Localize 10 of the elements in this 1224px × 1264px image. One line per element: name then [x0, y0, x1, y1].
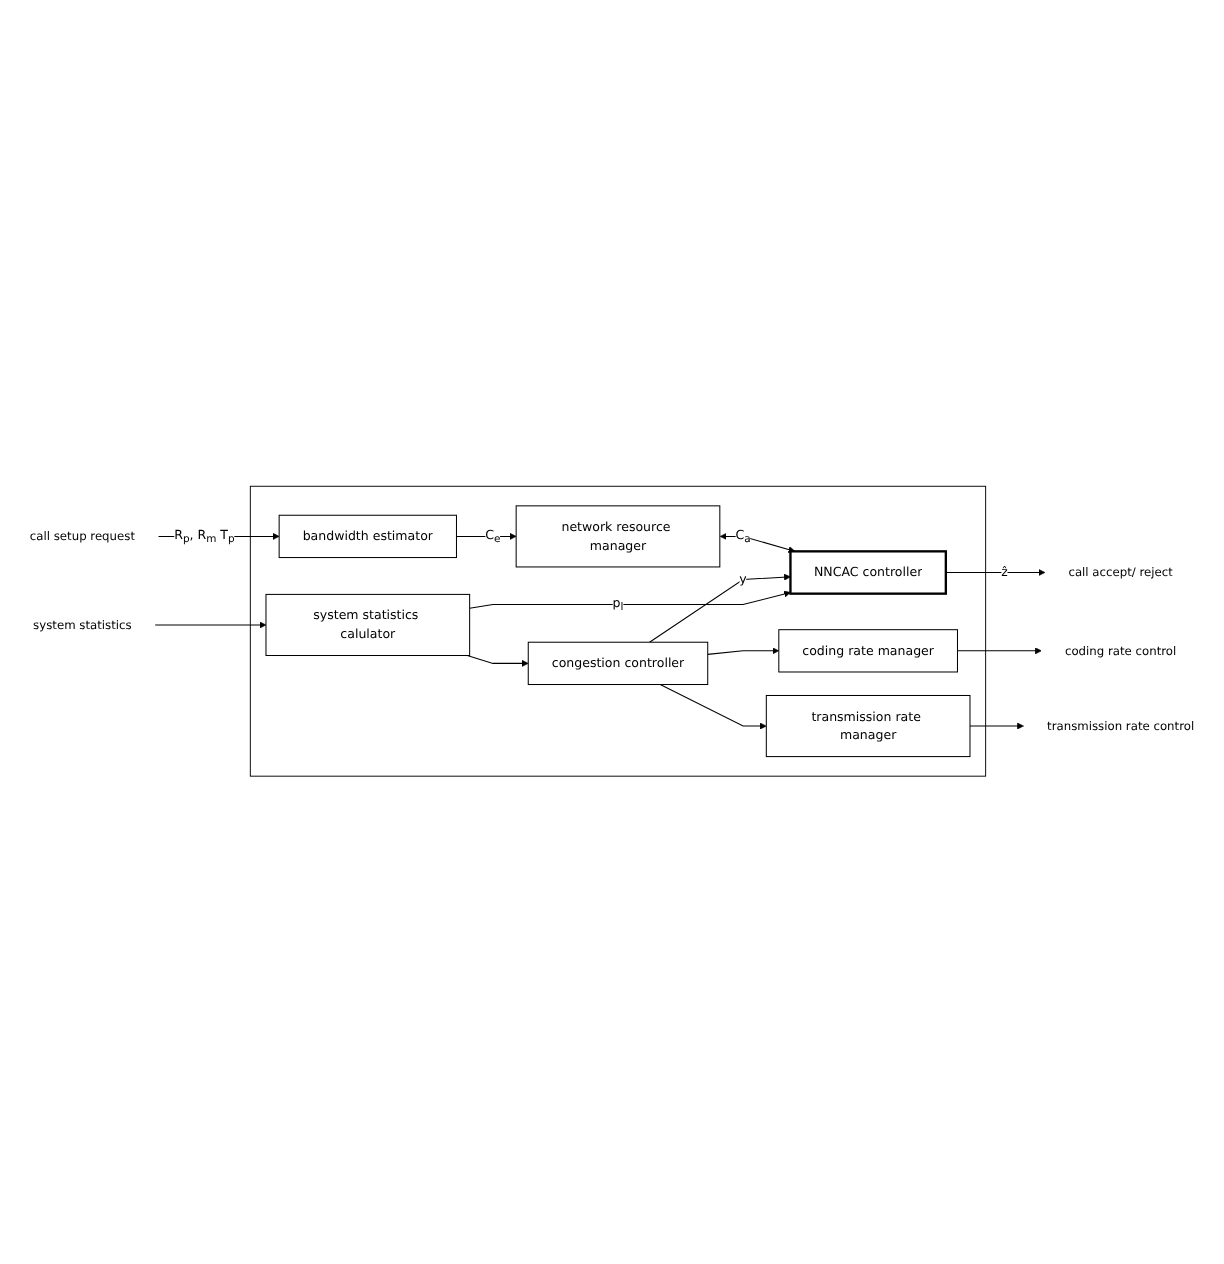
arrow [469, 591, 791, 610]
arrow [945, 569, 1046, 577]
arrow [707, 648, 780, 656]
arrow [466, 655, 529, 668]
arrow [154, 622, 267, 630]
cluster [249, 486, 987, 778]
arrow [956, 648, 1042, 656]
arrow [649, 574, 791, 644]
arrow [659, 684, 767, 731]
arrow [969, 723, 1024, 731]
